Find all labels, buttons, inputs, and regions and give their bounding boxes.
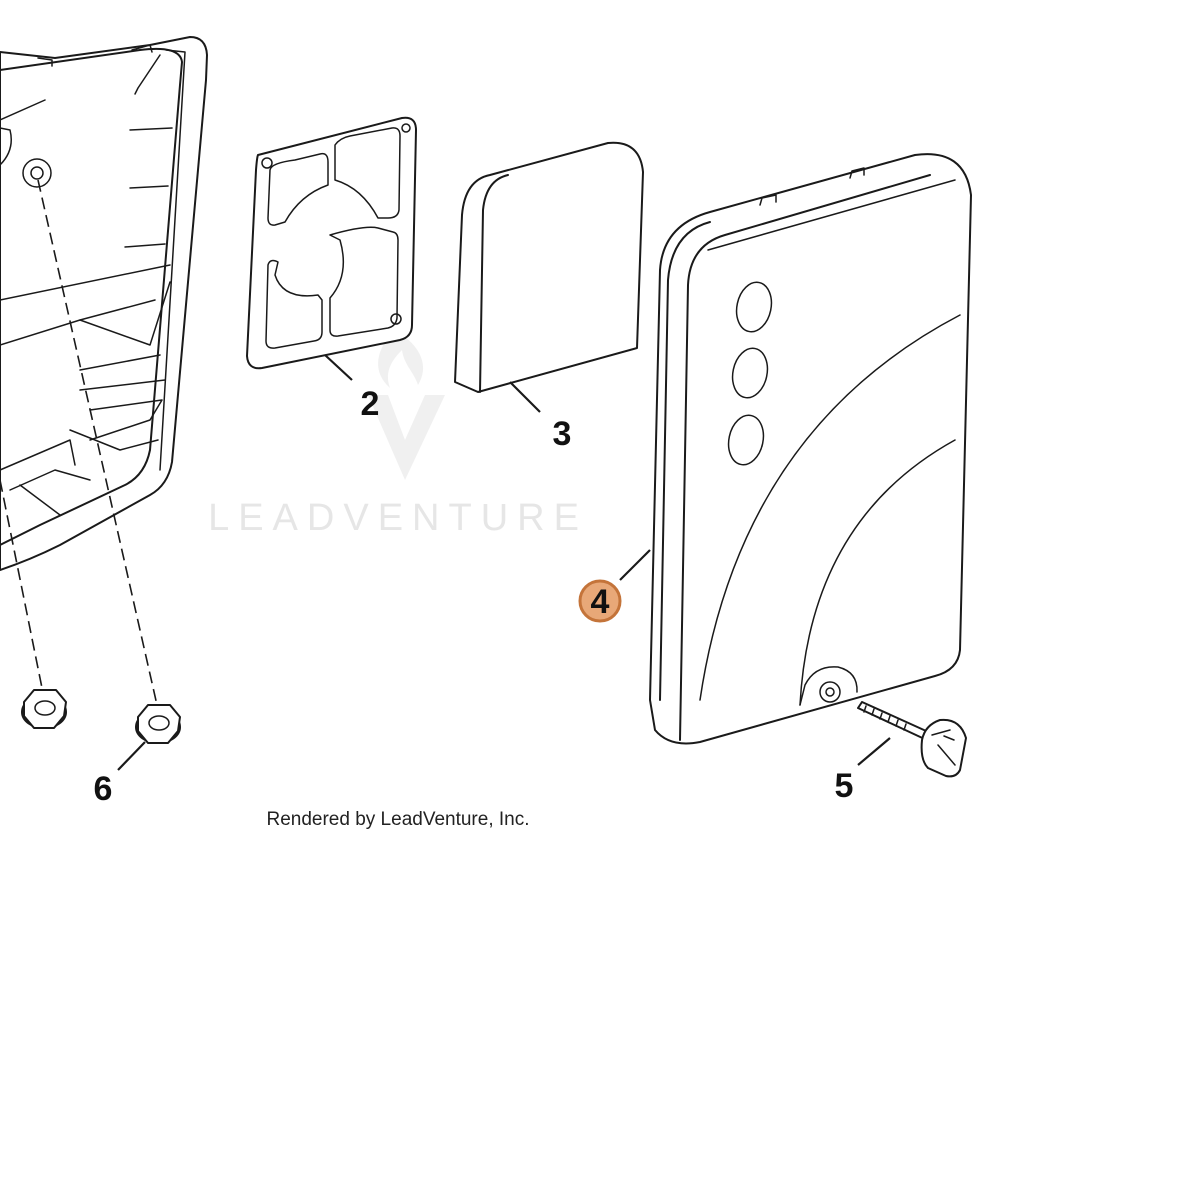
hex-nut-left: [21, 689, 67, 729]
leader-2: [324, 354, 353, 381]
callout-4[interactable]: 4: [591, 583, 610, 621]
callout-3[interactable]: 3: [553, 415, 572, 453]
leader-3: [509, 381, 541, 413]
air-cleaner-cover: [649, 153, 972, 745]
leadventure-flame-v-logo: [368, 330, 445, 480]
leader-5: [857, 737, 891, 766]
gasket-frame: [246, 116, 417, 370]
credit-text: Rendered by LeadVenture, Inc.: [266, 809, 529, 830]
leader-4: [619, 549, 651, 581]
callout-2[interactable]: 2: [361, 385, 380, 423]
callout-4-highlight[interactable]: [578, 579, 622, 623]
watermark-text: LEADVENTURE: [208, 497, 588, 539]
air-cleaner-base: [0, 36, 208, 571]
knob-bolt: [857, 701, 967, 778]
foam-element: [454, 141, 644, 393]
leader-6: [117, 741, 146, 771]
callout-5[interactable]: 5: [835, 767, 854, 805]
hex-nut-right: [135, 704, 181, 744]
callout-6[interactable]: 6: [94, 770, 113, 808]
